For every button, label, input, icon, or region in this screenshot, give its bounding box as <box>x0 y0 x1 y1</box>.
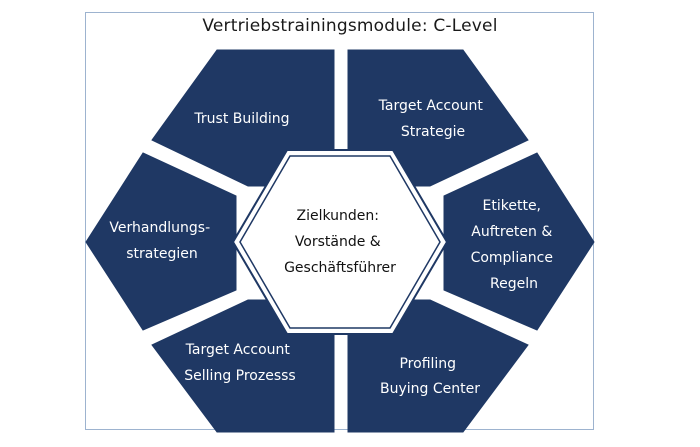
label-profiling: Profiling Buying Center <box>380 356 480 397</box>
segment-verhandlungsstrategien <box>85 152 237 331</box>
center-hexagon-inner <box>239 155 441 329</box>
label-target-account-strategie: Target Account Strategie <box>378 98 488 140</box>
label-trust-building: Trust Building <box>193 111 289 127</box>
center-line-3: Geschäftsführer <box>284 260 396 276</box>
diagram-title: Vertriebstrainingsmodule: C-Level <box>202 16 498 36</box>
label-etikette: Etikette, Auftreten & Compliance Regeln <box>471 198 558 292</box>
center-label: Zielkunden: Vorstände & Geschäftsführer <box>284 208 396 276</box>
label-verhandlungsstrategien: Verhandlungs- strategien <box>109 220 214 262</box>
center-line-1: Zielkunden: <box>297 208 380 224</box>
label-target-account-selling: Target Account Selling Prozesss <box>184 342 295 384</box>
segment-etikette <box>443 152 595 331</box>
center-line-2: Vorstände & <box>295 234 381 250</box>
